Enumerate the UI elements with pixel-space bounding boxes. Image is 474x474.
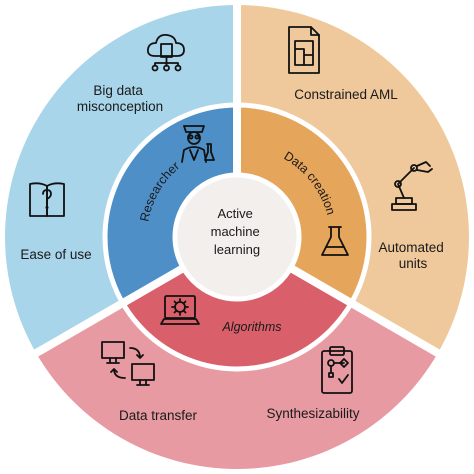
- center-title: Active machine learning: [211, 206, 264, 257]
- constrained-aml-label: Constrained AML: [294, 87, 398, 102]
- robot-arm-icon: [391, 161, 433, 211]
- data-transfer-label: Data transfer: [119, 408, 198, 423]
- ease-of-use-label: Ease of use: [20, 247, 91, 262]
- book-question-icon: [29, 182, 65, 217]
- flask-icon: [321, 226, 349, 256]
- center-title-line-3: learning: [214, 242, 260, 257]
- synthesizability-label: Synthesizability: [266, 406, 359, 421]
- monitors-transfer-icon: [101, 341, 155, 386]
- laptop-gear-icon: [160, 295, 200, 325]
- center-title-line-1: Active: [217, 206, 252, 221]
- researcher-icon: [181, 125, 215, 163]
- algorithms-label: Algorithms: [221, 320, 281, 334]
- clipboard-flowchart-icon: [321, 346, 353, 394]
- ring-gap: [102, 102, 372, 372]
- cloud-network-icon: [146, 34, 185, 72]
- center-title-line-2: machine: [211, 224, 260, 239]
- center-circle: [172, 172, 302, 302]
- automated-units-label: Automated units: [378, 240, 447, 271]
- big-data-label: Big data misconception: [77, 83, 163, 114]
- blueprint-document-icon: [288, 26, 320, 74]
